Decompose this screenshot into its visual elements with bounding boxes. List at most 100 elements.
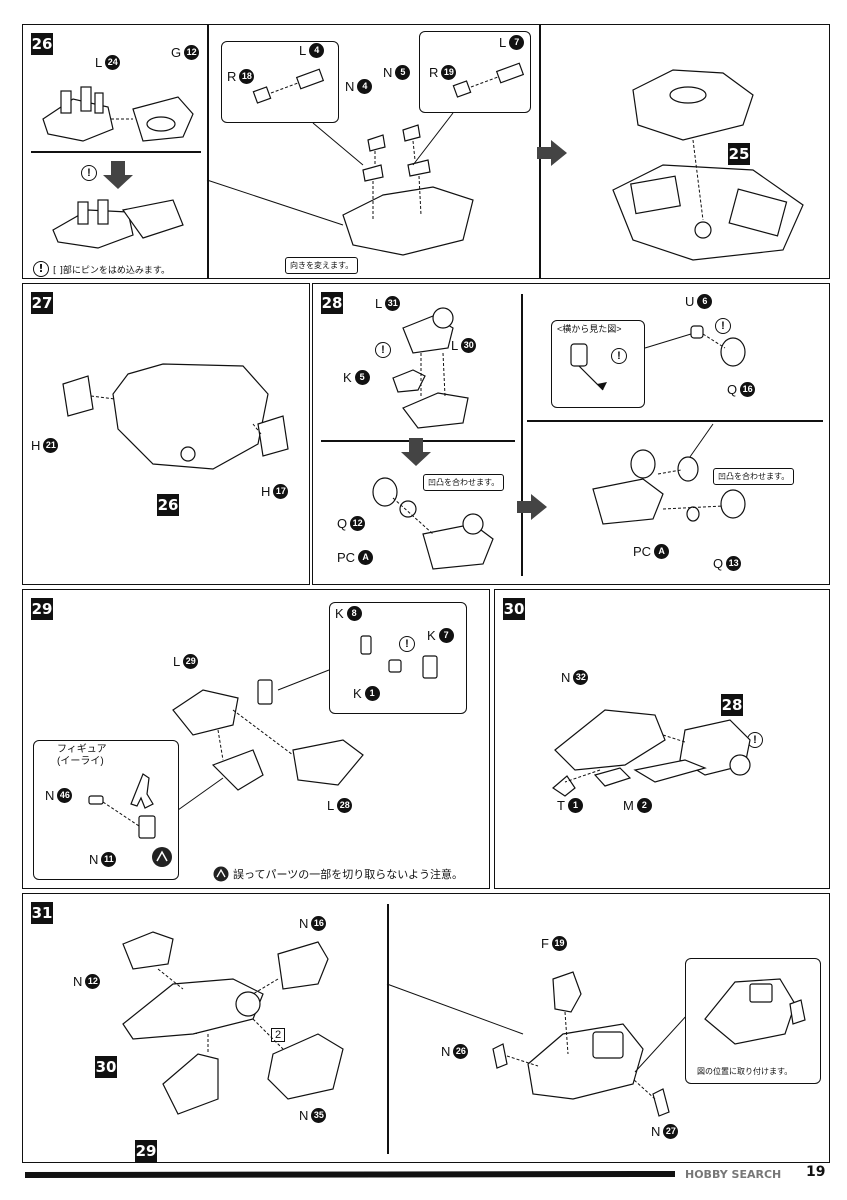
arrow-right xyxy=(537,140,567,166)
match-note: 凹凸を合わせます。 xyxy=(423,474,505,491)
divider xyxy=(31,151,201,153)
warning-icon: ! xyxy=(399,636,415,652)
step-ref-30: 30 xyxy=(95,1056,117,1078)
warning-icon: ! xyxy=(715,318,731,334)
body-assembly-drawing xyxy=(342,124,474,256)
warning-icon: ! xyxy=(33,261,49,277)
leg-assembly-final-drawing xyxy=(592,449,746,525)
step-number: 26 xyxy=(31,33,53,55)
leader-line xyxy=(177,669,330,811)
divider xyxy=(207,25,209,278)
hip-assembly-drawing xyxy=(122,931,344,1115)
warn-mark: ! xyxy=(715,318,731,334)
attach-detail-drawing xyxy=(704,978,806,1045)
peg-parts-drawing xyxy=(252,68,325,104)
leader-line xyxy=(386,983,689,1073)
step-callout-2: 2 xyxy=(271,1028,286,1042)
leg-mount-drawing xyxy=(552,709,751,797)
step-number: 28 xyxy=(321,292,343,314)
step-ref-25: 25 xyxy=(728,143,750,165)
leg-joint-drawing xyxy=(392,307,469,429)
attach-note: 図の位置に取り付けます。 xyxy=(697,1067,793,1076)
hip-final-drawing xyxy=(492,971,670,1117)
frame-part-drawing xyxy=(42,86,194,142)
figure-drawing xyxy=(88,773,156,839)
step-number: 30 xyxy=(503,598,525,620)
side-view-label: <横から見た図> xyxy=(557,324,622,334)
joint-detail-drawing xyxy=(690,325,746,367)
warn-icon-label: ! xyxy=(81,165,97,181)
match-note-2: 凹凸を合わせます。 xyxy=(713,468,795,485)
warn-mark: ! xyxy=(399,636,415,652)
warn-mark: ! xyxy=(611,348,627,364)
assembled-frame-drawing xyxy=(52,199,184,249)
figure-label: フィギュア (イーライ) xyxy=(57,744,107,767)
k-parts-drawing xyxy=(360,635,438,679)
step-number: 29 xyxy=(31,598,53,620)
warning-icon: ! xyxy=(81,165,97,181)
nipper-icon xyxy=(152,847,172,867)
step-31-panel: 31 N12 N16 30 29 N35 1 2 F19 N26 N27 xyxy=(22,893,830,1163)
warning-icon: ! xyxy=(611,348,627,364)
brand-watermark: HOBBY SEARCH xyxy=(685,1168,782,1181)
arrow-right xyxy=(517,494,547,520)
pin-note: ![ ]部にピンをはめ込みます。 xyxy=(33,261,170,277)
divider xyxy=(521,294,523,576)
peg-parts-drawing-2 xyxy=(452,62,525,98)
footer-brush-stroke xyxy=(25,1171,675,1178)
step-ref-28: 28 xyxy=(721,694,743,716)
nipper-icon xyxy=(213,866,229,882)
step-ref-26: 26 xyxy=(157,494,179,516)
step-number: 27 xyxy=(31,292,53,314)
step-ref-29: 29 xyxy=(135,1140,157,1162)
side-view-drawing xyxy=(570,343,607,391)
warning-icon: ! xyxy=(375,342,391,358)
leg-joint-assembly-drawing xyxy=(372,477,494,570)
arrow-down xyxy=(103,161,133,189)
hull-assembly-drawing xyxy=(612,69,804,261)
callout-leader-lines xyxy=(206,112,454,226)
turret-drawing xyxy=(62,363,289,470)
divider xyxy=(527,420,823,422)
arrow-down xyxy=(401,438,431,466)
warn-mark: ! xyxy=(375,342,391,358)
